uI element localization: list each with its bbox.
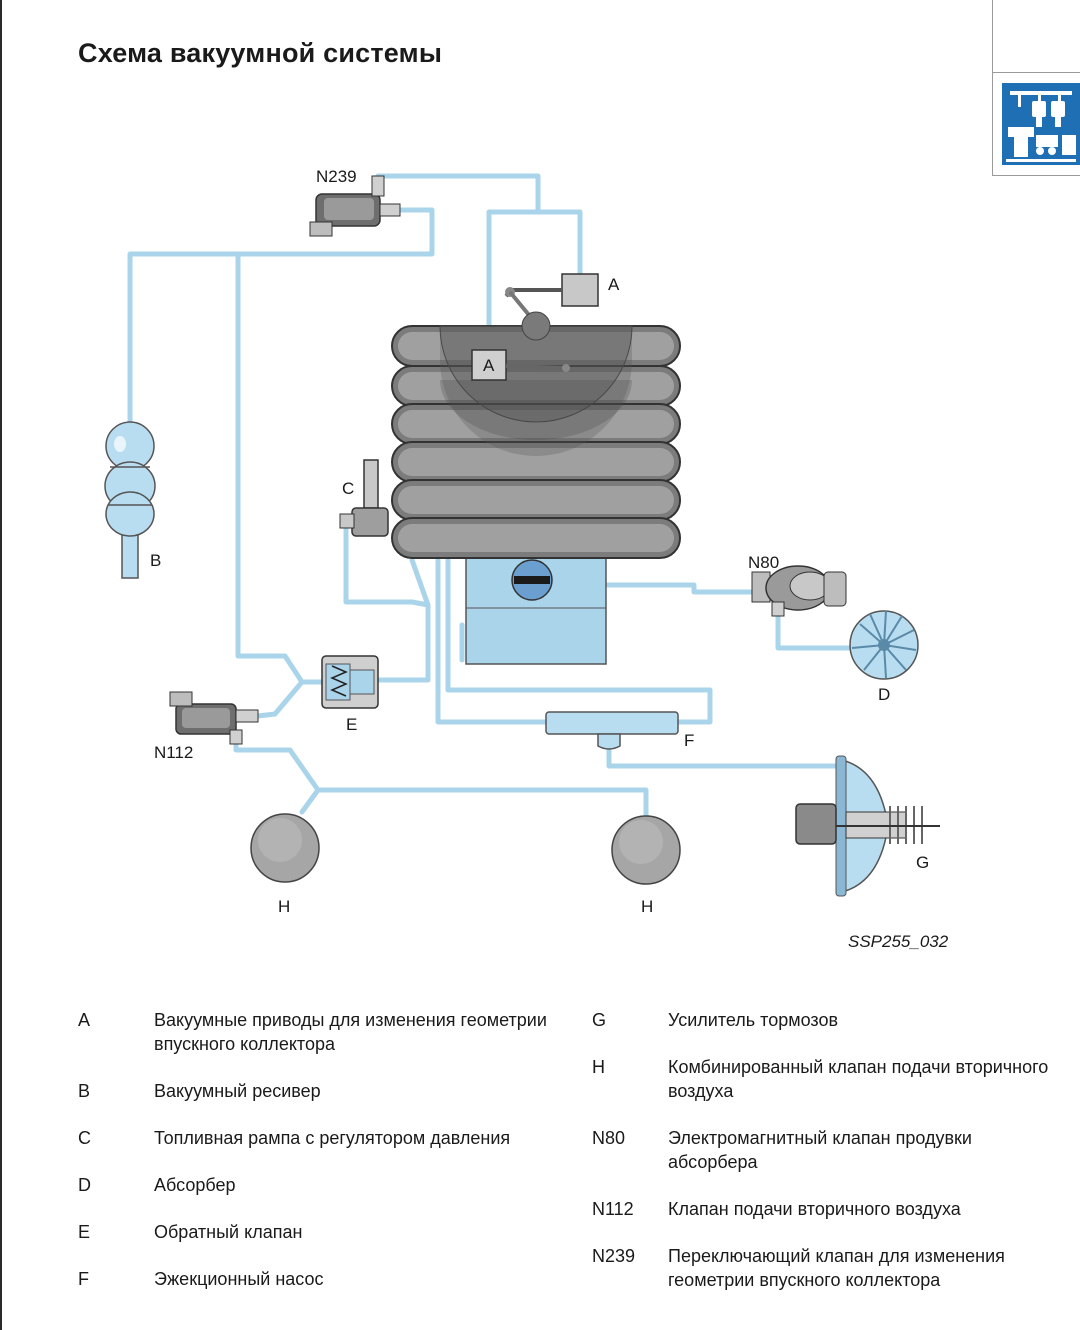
- engine-chapter-icon: [1002, 83, 1080, 165]
- legend-item: C Топливная рампа с регулятором давления: [78, 1126, 558, 1150]
- label-h-left: H: [278, 897, 290, 916]
- legend-text: Топливная рампа с регулятором давления: [154, 1128, 511, 1148]
- legend-item: D Абсорбер: [78, 1173, 558, 1197]
- legend-item: H Комбинированный клапан подачи вторично…: [592, 1055, 1062, 1103]
- absorber-d[interactable]: [849, 610, 919, 680]
- legend-key: C: [78, 1128, 91, 1148]
- legend-key: N239: [592, 1246, 636, 1266]
- label-f: F: [684, 731, 694, 750]
- legend-item: N112 Клапан подачи вторичного воздуха: [592, 1197, 1062, 1221]
- legend-item: F Эжекционный насос: [78, 1267, 558, 1291]
- chapter-tab-divider: [993, 72, 1080, 73]
- legend-key: E: [78, 1222, 91, 1242]
- legend-text: Комбинированный клапан подачи вторичного…: [668, 1057, 1049, 1101]
- legend-key: D: [78, 1175, 91, 1195]
- legend-text: Клапан подачи вторичного воздуха: [668, 1199, 961, 1219]
- combination-valve-h-right[interactable]: [611, 815, 681, 885]
- brake-booster-g[interactable]: [795, 755, 940, 897]
- vacuum-system-diagram: N239 A A: [104, 167, 940, 916]
- legend-text: Обратный клапан: [154, 1222, 303, 1242]
- label-a-top: A: [608, 275, 620, 294]
- legend-key: N112: [592, 1199, 634, 1219]
- combination-valve-h-left[interactable]: [250, 813, 320, 883]
- page-title: Схема вакуумной системы: [78, 38, 443, 68]
- figure-id: SSP255_032: [848, 932, 949, 951]
- legend-item: E Обратный клапан: [78, 1220, 558, 1244]
- legend-item: G Усилитель тормозов: [592, 1008, 1062, 1032]
- legend-item: N80 Электромагнитный клапан продувки абс…: [592, 1126, 1062, 1174]
- legend-text: Усилитель тормозов: [668, 1010, 839, 1030]
- label-b: B: [150, 551, 161, 570]
- label-g: G: [916, 853, 929, 872]
- label-n112: N112: [154, 743, 193, 762]
- page-left-border: [0, 0, 2, 1330]
- label-d: D: [878, 685, 890, 704]
- ejector-pump-f[interactable]: [545, 711, 679, 750]
- legend-text: Абсорбер: [154, 1175, 236, 1195]
- legend-key: N80: [592, 1128, 626, 1148]
- legend-key: B: [78, 1081, 91, 1101]
- legend-item: B Вакуумный ресивер: [78, 1079, 558, 1103]
- chapter-tab: [992, 0, 1080, 176]
- n239-switch-valve[interactable]: [309, 175, 401, 237]
- label-h-right: H: [641, 897, 653, 916]
- legend-left: A Вакуумные приводы для изменения геомет…: [78, 1008, 558, 1314]
- legend-key: A: [78, 1010, 91, 1030]
- legend-key: F: [78, 1269, 89, 1289]
- label-e: E: [346, 715, 357, 734]
- label-n80: N80: [748, 553, 779, 572]
- check-valve-e[interactable]: [321, 655, 379, 709]
- legend-text: Вакуумный ресивер: [154, 1081, 321, 1101]
- n112-secondary-air-valve[interactable]: [169, 691, 259, 745]
- vacuum-receiver-b[interactable]: [104, 421, 156, 579]
- legend-text: Эжекционный насос: [154, 1269, 324, 1289]
- n80-purge-valve[interactable]: [751, 565, 847, 617]
- legend-item: A Вакуумные приводы для изменения геомет…: [78, 1008, 558, 1056]
- label-n239: N239: [316, 167, 357, 186]
- fuel-rail-regulator-c[interactable]: [339, 459, 389, 537]
- legend-key: H: [592, 1057, 605, 1077]
- label-a-inner: A: [483, 356, 495, 375]
- legend-item: N239 Переключающий клапан для изменения …: [592, 1244, 1062, 1292]
- legend-right: G Усилитель тормозов H Комбинированный к…: [592, 1008, 1062, 1315]
- legend-text: Переключающий клапан для изменения геоме…: [668, 1246, 1005, 1290]
- legend-text: Электромагнитный клапан продувки абсорбе…: [668, 1128, 972, 1172]
- label-c: C: [342, 479, 354, 498]
- legend-key: G: [592, 1010, 607, 1030]
- legend-text: Вакуумные приводы для изменения геометри…: [154, 1010, 547, 1054]
- intake-manifold: [391, 311, 681, 665]
